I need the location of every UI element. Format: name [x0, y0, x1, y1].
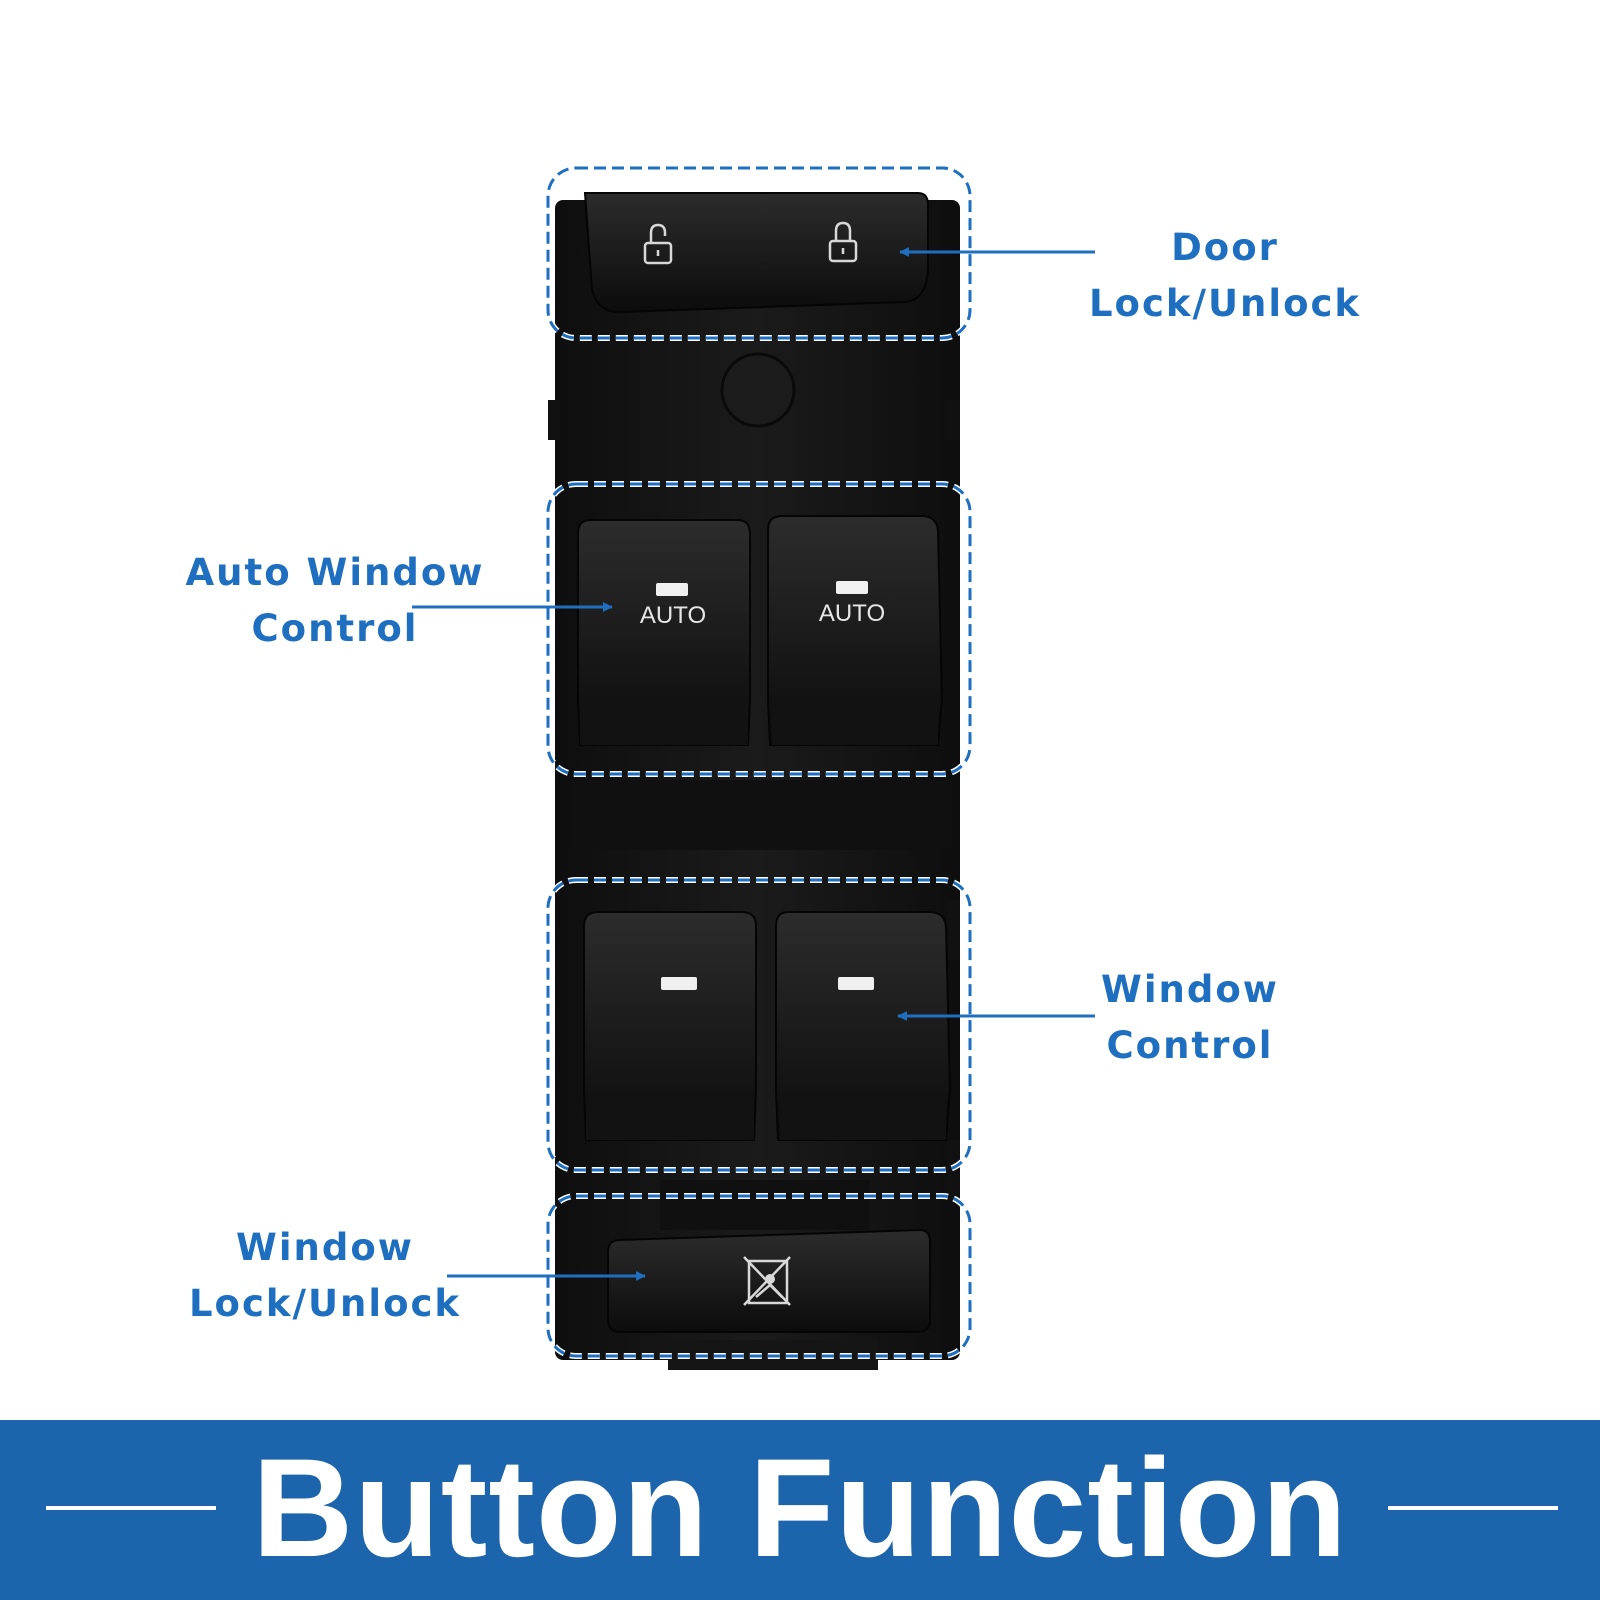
auto-right-label: AUTO — [819, 600, 885, 627]
switch-illustration: AUTO AUTO — [412, 165, 1095, 1370]
door-lock-rocker[interactable] — [583, 192, 929, 314]
callout-arrows — [412, 247, 1095, 1281]
auto-left-label: AUTO — [640, 602, 706, 629]
window-lock-icon — [743, 1256, 791, 1306]
window-switch-right[interactable] — [775, 911, 952, 1141]
window-lock-button[interactable] — [607, 1228, 931, 1333]
door-lock-outline — [546, 166, 972, 340]
window-switch-left[interactable] — [583, 911, 757, 1141]
auto-window-switch-right[interactable]: AUTO — [767, 515, 944, 746]
title-banner: Button Function — [0, 1420, 1600, 1600]
lock-icon — [828, 221, 858, 263]
callout-auto-window: Auto Window Control — [170, 545, 500, 657]
callout-window-control-line1: Window — [1101, 968, 1279, 1011]
indicator-light — [838, 977, 874, 990]
auto-window-outline — [546, 482, 972, 776]
indicator-light — [661, 977, 697, 990]
callout-door-lock-line1: Door — [1171, 226, 1279, 269]
banner-title: Button Function — [252, 1429, 1348, 1586]
callout-window-lock-line2: Lock/Unlock — [188, 1282, 462, 1325]
banner-rule-left — [46, 1506, 216, 1510]
callout-auto-window-line2: Control — [251, 607, 419, 650]
window-control-outline — [546, 878, 972, 1172]
banner-rule-right — [1388, 1506, 1558, 1510]
callout-door-lock-line2: Lock/Unlock — [1088, 282, 1362, 325]
indicator-light — [836, 581, 868, 594]
callout-door-lock: Door Lock/Unlock — [1075, 220, 1375, 332]
callout-window-control: Window Control — [1080, 962, 1300, 1074]
callout-auto-window-line1: Auto Window — [185, 551, 485, 594]
callout-window-lock: Window Lock/Unlock — [170, 1220, 480, 1332]
unlock-icon — [643, 223, 673, 265]
switch-body — [548, 200, 960, 1370]
callout-window-control-line2: Control — [1106, 1024, 1274, 1067]
auto-window-switch-left[interactable]: AUTO — [577, 519, 751, 746]
callout-window-lock-line1: Window — [236, 1226, 414, 1269]
indicator-light — [656, 583, 688, 596]
